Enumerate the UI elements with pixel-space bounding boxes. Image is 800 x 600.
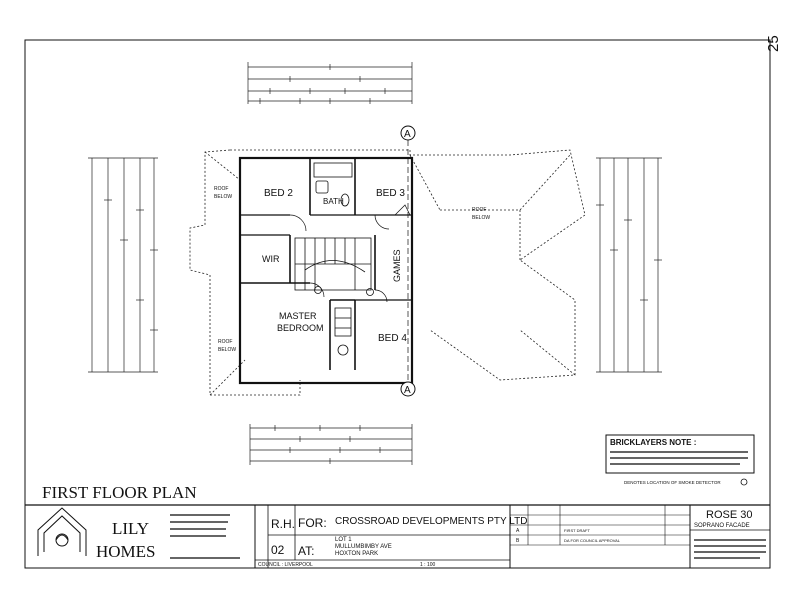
facade-name: SOPRANO FACADE	[694, 523, 750, 529]
plan-title: FIRST FLOOR PLAN	[42, 483, 197, 502]
staircase	[294, 237, 372, 291]
dimension-strings-right	[596, 157, 662, 373]
client-name: CROSSROAD DEVELOPMENTS PTY LTD	[335, 516, 527, 527]
revision-a-code: A	[516, 528, 520, 534]
smoke-detector-legend-icon	[740, 478, 748, 486]
roof-below-tl-2: BELOW	[214, 194, 232, 200]
bath-fixtures	[313, 162, 353, 356]
roof-below-labels: ROOF BELOW ROOF BELOW ROOF BELOW	[214, 186, 490, 353]
section-marker-top: A	[404, 129, 411, 140]
room-label-bed4: BED 4	[378, 333, 407, 344]
room-label-bed2: BED 2	[264, 188, 293, 199]
title-block	[25, 504, 770, 568]
company-address-block	[170, 514, 240, 559]
room-label-master-2: BEDROOM	[277, 323, 324, 333]
sheet-border	[24, 39, 771, 569]
for-label: FOR:	[298, 516, 327, 530]
roof-below-r-1: ROOF	[472, 207, 486, 213]
drawing-scale: 1 : 100	[420, 562, 436, 568]
bricklayers-note-title: BRICKLAYERS NOTE :	[610, 438, 696, 447]
section-marker-bottom: A	[404, 385, 411, 396]
drawn-by-initials: R.H.	[271, 517, 295, 531]
dimension-strings-top	[247, 62, 413, 104]
drawing-number: 02	[271, 543, 285, 557]
lily-homes-logo	[37, 507, 87, 556]
roof-below-r-2: BELOW	[472, 215, 490, 221]
dimension-strings-left	[88, 157, 158, 373]
dimension-strings-bottom	[249, 424, 413, 465]
revision-b-desc: DA FOR COUNCIL APPROVAL	[564, 538, 621, 543]
room-label-master-1: MASTER	[279, 311, 317, 321]
copyright-note-block	[694, 539, 766, 559]
room-label-games: GAMES	[392, 249, 402, 282]
smoke-detector-note: DENOTES LOCATION OF SMOKE DETECTOR	[624, 480, 721, 485]
room-label-wir: WIR	[262, 254, 280, 264]
page-number: 25	[765, 35, 782, 52]
walls	[238, 156, 414, 385]
room-label-bath: BATH	[323, 197, 344, 206]
roof-below-tl-1: ROOF	[214, 186, 228, 192]
revision-b-code: B	[516, 538, 520, 544]
logo-text-lily: LILY	[112, 519, 149, 538]
section-line: A A	[400, 125, 416, 397]
address-line-3: HOXTON PARK	[335, 551, 378, 557]
roof-outline	[189, 149, 586, 396]
room-label-bed3: BED 3	[376, 188, 405, 199]
address-line-1: LOT 1	[335, 537, 352, 543]
address-line-2: MULLUMBIMBY AVE	[335, 544, 392, 550]
room-labels: BED 2 BED 3 BATH WIR MASTER BEDROOM BED …	[262, 188, 407, 344]
roof-below-bl-1: ROOF	[218, 339, 232, 345]
revision-a-desc: FIRST DRAFT	[564, 528, 590, 533]
smoke-detector-markers	[314, 286, 374, 296]
at-label: AT:	[298, 544, 314, 558]
bricklayers-note: BRICKLAYERS NOTE :	[605, 434, 755, 474]
design-name: ROSE 30	[706, 509, 752, 521]
roof-below-bl-2: BELOW	[218, 347, 236, 353]
council-name: COUNCIL : LIVERPOOL	[258, 562, 313, 568]
logo-text-homes: HOMES	[96, 542, 156, 561]
